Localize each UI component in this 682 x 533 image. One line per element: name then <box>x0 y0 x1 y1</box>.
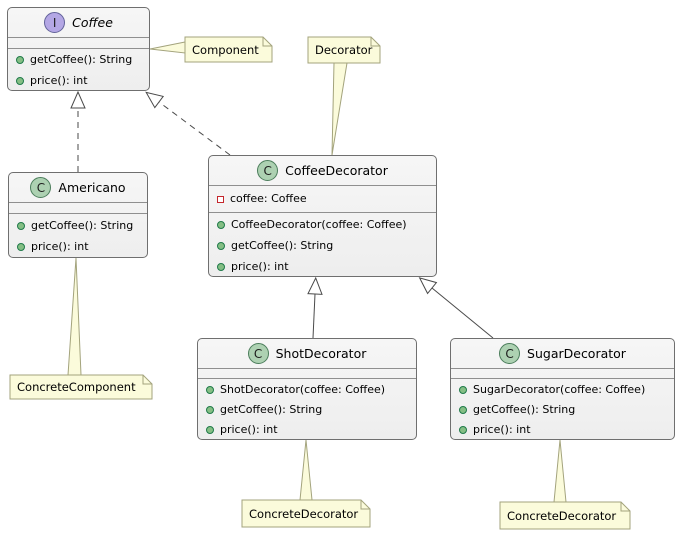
note-fold-concrete-decorator-right <box>620 502 630 512</box>
fields-compartment-shot-decorator <box>198 368 416 378</box>
realization-arrow-coffeedecorator-to-coffee <box>145 91 231 156</box>
note-connector-concrete-component <box>67 257 82 376</box>
public-visibility-icon <box>206 386 214 394</box>
extension-arrow-sugardecorator-to-coffeedecorator <box>418 277 494 339</box>
method-label: getCoffee(): String <box>31 219 134 232</box>
methods-compartment-sugar-decorator: SugarDecorator(coffee: Coffee) getCoffee… <box>451 378 674 440</box>
method-label: price(): int <box>231 260 289 273</box>
method-label: SugarDecorator(coffee: Coffee) <box>473 383 646 396</box>
method-row: CoffeeDecorator(coffee: Coffee) <box>209 214 436 235</box>
field-label: coffee: Coffee <box>230 192 307 205</box>
public-visibility-icon <box>206 426 214 434</box>
method-row: getCoffee(): String <box>198 400 416 420</box>
method-row: getCoffee(): String <box>451 400 674 420</box>
note-component: Component <box>192 42 259 57</box>
class-title-coffee: Coffee <box>72 15 113 30</box>
private-visibility-icon <box>217 195 224 203</box>
public-visibility-icon <box>16 76 24 85</box>
method-label: getCoffee(): String <box>231 239 334 252</box>
note-connector-component <box>149 41 186 54</box>
methods-compartment-coffee-decorator: CoffeeDecorator(coffee: Coffee) getCoffe… <box>209 212 436 277</box>
note-fold-concrete-component <box>142 375 152 385</box>
method-label: CoffeeDecorator(coffee: Coffee) <box>231 218 407 231</box>
note-fold-component <box>262 37 272 47</box>
method-row: price(): int <box>9 236 147 257</box>
note-shape-concrete-decorator-left <box>241 499 371 528</box>
method-row: price(): int <box>198 420 416 440</box>
methods-compartment-shot-decorator: ShotDecorator(coffee: Coffee) getCoffee(… <box>198 378 416 440</box>
method-row: getCoffee(): String <box>209 235 436 256</box>
class-box-shot-decorator: C ShotDecorator ShotDecorator(coffee: Co… <box>197 338 417 440</box>
class-title-shot-decorator: ShotDecorator <box>275 346 367 361</box>
method-label: ShotDecorator(coffee: Coffee) <box>220 383 386 396</box>
class-header-shot-decorator: C ShotDecorator <box>198 339 416 368</box>
public-visibility-icon <box>17 221 25 230</box>
note-fold-concrete-decorator-left <box>360 500 370 510</box>
class-circle-icon: C <box>257 160 279 181</box>
note-concrete-component: ConcreteComponent <box>17 380 136 394</box>
fields-compartment-sugar-decorator <box>451 368 674 378</box>
class-title-sugar-decorator: SugarDecorator <box>527 346 626 361</box>
class-circle-icon: C <box>30 177 52 198</box>
class-header-coffee-decorator: C CoffeeDecorator <box>209 156 436 185</box>
public-visibility-icon <box>206 406 214 414</box>
public-visibility-icon <box>459 426 467 434</box>
note-connector-concrete-decorator-right <box>553 439 567 503</box>
class-circle-icon: C <box>247 343 269 364</box>
interface-circle-icon: I <box>44 12 66 33</box>
method-label: price(): int <box>220 423 278 436</box>
public-visibility-icon <box>17 242 25 251</box>
class-box-sugar-decorator: C SugarDecorator SugarDecorator(coffee: … <box>450 338 675 440</box>
method-label: getCoffee(): String <box>30 53 133 66</box>
method-label: price(): int <box>473 423 531 436</box>
class-header-sugar-decorator: C SugarDecorator <box>451 339 674 368</box>
method-label: price(): int <box>30 74 88 87</box>
method-row: price(): int <box>209 256 436 277</box>
method-label: getCoffee(): String <box>220 403 323 416</box>
fields-compartment-coffee-decorator: coffee: Coffee <box>209 185 436 212</box>
class-box-coffee-decorator: C CoffeeDecorator coffee: Coffee CoffeeD… <box>208 155 437 277</box>
public-visibility-icon <box>217 262 225 271</box>
public-visibility-icon <box>459 386 467 394</box>
note-shape-concrete-component <box>9 374 153 400</box>
method-row: getCoffee(): String <box>8 49 149 70</box>
note-decorator: Decorator <box>315 43 373 57</box>
class-title-coffee-decorator: CoffeeDecorator <box>285 163 388 178</box>
public-visibility-icon <box>16 55 24 64</box>
public-visibility-icon <box>217 220 225 229</box>
class-header-coffee: I Coffee <box>8 8 149 37</box>
public-visibility-icon <box>217 241 225 250</box>
class-circle-icon: C <box>499 343 521 364</box>
method-row: SugarDecorator(coffee: Coffee) <box>451 380 674 400</box>
method-label: price(): int <box>31 240 89 253</box>
methods-compartment-americano: getCoffee(): String price(): int <box>9 213 147 257</box>
class-box-americano: C Americano getCoffee(): String price():… <box>8 172 148 258</box>
class-box-coffee: I Coffee getCoffee(): String price(): in… <box>7 7 150 91</box>
field-row: coffee: Coffee <box>209 186 436 212</box>
class-title-americano: Americano <box>58 180 126 195</box>
method-row: getCoffee(): String <box>9 215 147 236</box>
note-shape-component <box>184 36 273 63</box>
note-concrete-decorator-right: ConcreteDecorator <box>507 508 617 523</box>
public-visibility-icon <box>459 406 467 414</box>
method-row: ShotDecorator(coffee: Coffee) <box>198 380 416 400</box>
note-connector-decorator <box>331 62 348 156</box>
note-connector-concrete-decorator-left <box>299 439 313 501</box>
note-shape-concrete-decorator-right <box>499 501 631 530</box>
note-shape-decorator <box>307 36 381 64</box>
method-label: getCoffee(): String <box>473 403 576 416</box>
fields-compartment-americano <box>9 202 147 213</box>
note-fold-decorator <box>370 37 380 47</box>
method-row: price(): int <box>451 420 674 440</box>
extension-arrow-shotdecorator-to-coffeedecorator <box>307 276 323 339</box>
class-header-americano: C Americano <box>9 173 147 202</box>
note-concrete-decorator-left: ConcreteDecorator <box>249 506 359 521</box>
method-row: price(): int <box>8 70 149 91</box>
methods-compartment-coffee: getCoffee(): String price(): int <box>8 48 149 91</box>
fields-compartment-coffee <box>8 37 149 48</box>
